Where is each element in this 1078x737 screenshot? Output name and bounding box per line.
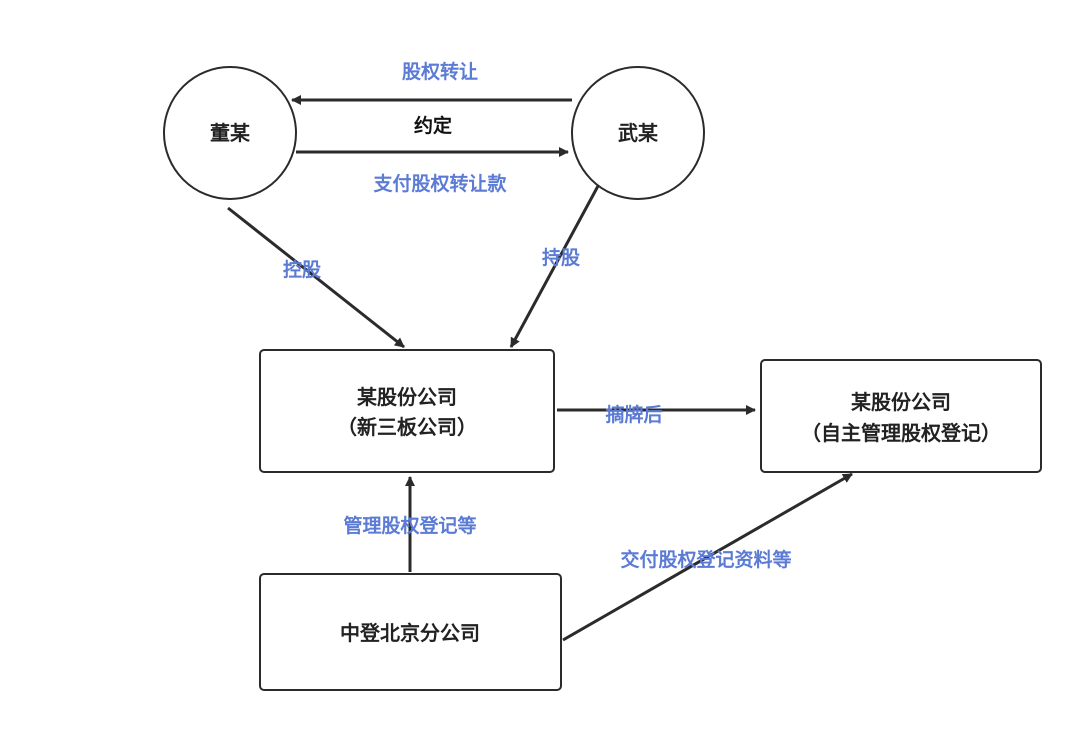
label-after-delisting: 摘牌后 bbox=[605, 403, 662, 426]
node-company-self-line2: （自主管理股权登记） bbox=[801, 421, 1001, 445]
node-dong-label: 董某 bbox=[210, 121, 251, 145]
label-agreement: 约定 bbox=[414, 114, 452, 137]
label-deliver-registration-docs: 交付股权登记资料等 bbox=[620, 548, 791, 571]
label-hold-shares: 持股 bbox=[542, 246, 580, 269]
label-control: 控股 bbox=[283, 258, 321, 281]
node-company-self-line1: 某股份公司 bbox=[851, 390, 951, 414]
label-pay-transfer-fee: 支付股权转让款 bbox=[372, 172, 507, 195]
node-csdc-beijing-box bbox=[259, 573, 562, 691]
node-company-neeq-line1: 某股份公司 bbox=[357, 385, 457, 409]
arrow-deliver-registration-docs bbox=[562, 472, 853, 642]
node-wu-label: 武某 bbox=[618, 121, 659, 145]
arrow-control bbox=[227, 206, 405, 349]
node-company-neeq-box bbox=[259, 349, 555, 473]
arrow-hold-shares bbox=[509, 185, 600, 348]
node-csdc-beijing-label: 中登北京分公司 bbox=[340, 621, 480, 645]
node-wu-circle bbox=[571, 66, 705, 200]
label-equity-transfer: 股权转让 bbox=[402, 60, 478, 83]
node-company-self-box bbox=[760, 359, 1042, 473]
node-dong-circle bbox=[163, 66, 297, 200]
node-company-neeq-line2: （新三板公司） bbox=[337, 415, 477, 439]
label-manage-registration: 管理股权登记等 bbox=[343, 514, 476, 537]
